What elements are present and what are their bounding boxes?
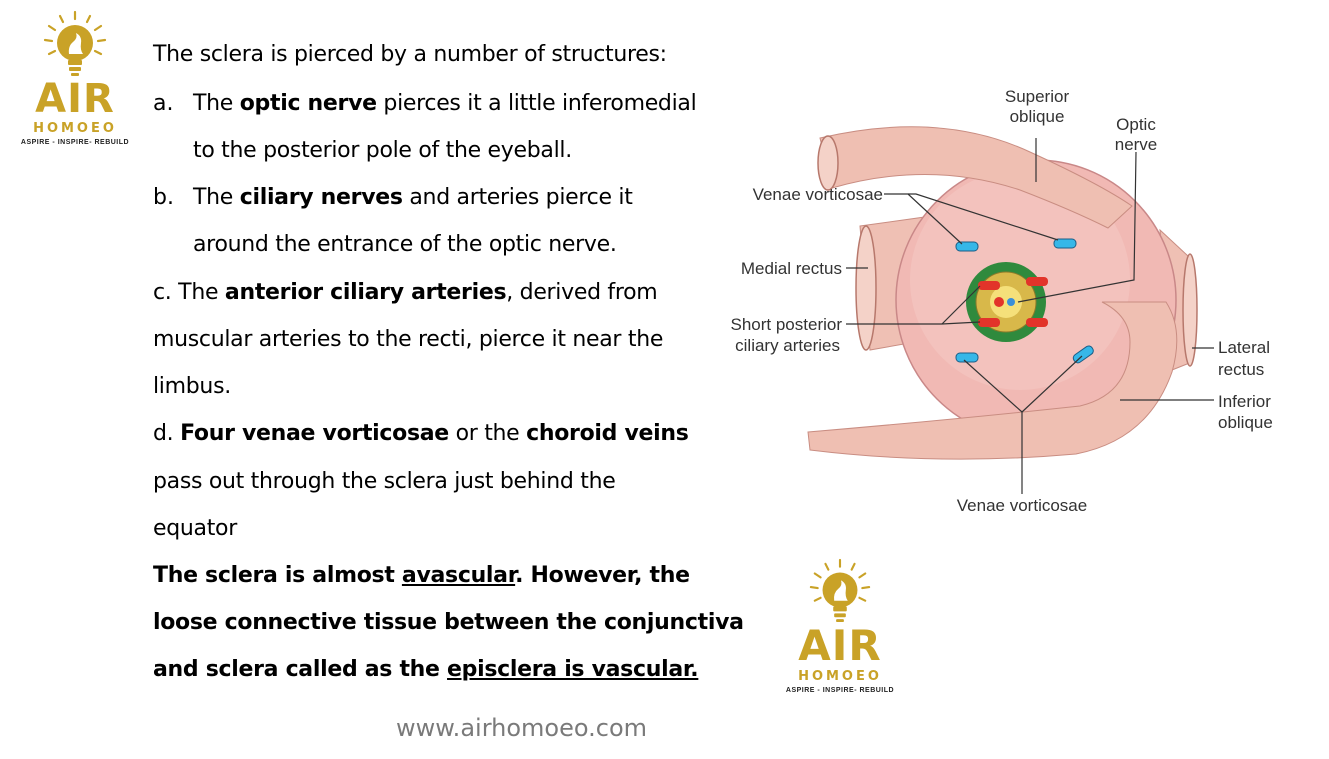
label-superior-oblique-1: Superior (1005, 87, 1070, 106)
label-optic-nerve-1: Optic (1116, 115, 1156, 134)
item-c-line2: muscular arteries to the recti, pierce i… (153, 327, 664, 352)
label-short-posterior-1: Short posterior (731, 315, 843, 334)
vena-vorticosa-3 (955, 352, 979, 363)
inferior-oblique-muscle (807, 301, 1178, 460)
item-b-marker: b. (153, 185, 174, 210)
label-superior-oblique-2: oblique (1010, 107, 1065, 126)
item-c-line3: limbus. (153, 374, 231, 399)
website-url: www.airhomoeo.com (396, 714, 648, 742)
summary-line2: loose connective tissue between the conj… (153, 610, 744, 635)
logo-tagline: ASPIRE - INSPIRE- REBUILD (20, 139, 130, 146)
lightbulb-icon (809, 558, 871, 623)
item-b-line1: The ciliary nerves and arteries pierce i… (193, 185, 633, 210)
item-d-line2: pass out through the sclera just behind … (153, 469, 616, 494)
vena-vorticosa-1 (955, 241, 979, 252)
item-a-marker: a. (153, 91, 174, 116)
label-venae-vorticosae-bottom: Venae vorticosae (957, 496, 1087, 515)
logo-homoeo-text: HOMOEO (798, 669, 882, 684)
eyeball-posterior-diagram: Superior oblique Optic nerve Venae vorti… (731, 87, 1273, 515)
summary-line1: The sclera is almost avascular. However,… (153, 563, 690, 588)
logo-tagline: ASPIRE - INSPIRE- REBUILD (785, 687, 895, 694)
label-lateral-rectus-2: rectus (1218, 360, 1264, 379)
air-homoeo-logo-top: AIR HOMOEO ASPIRE - INSPIRE- REBUILD (20, 10, 130, 146)
item-d-line3: equator (153, 516, 237, 541)
item-a-line2: to the posterior pole of the eyeball. (193, 138, 572, 163)
central-artery-icon (994, 297, 1004, 307)
logo-air-text: AIR (35, 76, 115, 122)
logo-homoeo-text: HOMOEO (33, 121, 117, 136)
vena-vorticosa-4 (1072, 345, 1094, 364)
label-inferior-oblique-2: oblique (1218, 413, 1273, 432)
label-optic-nerve-2: nerve (1115, 135, 1158, 154)
item-d-line1: d. Four venae vorticosae or the choroid … (153, 421, 689, 446)
label-medial-rectus: Medial rectus (741, 259, 842, 278)
item-a-line1: The optic nerve pierces it a little infe… (193, 91, 697, 116)
label-inferior-oblique-1: Inferior (1218, 392, 1271, 411)
item-b-line2: around the entrance of the optic nerve. (193, 232, 617, 257)
item-c-line1: c. The anterior ciliary arteries, derive… (153, 280, 658, 305)
summary-line3: and sclera called as the episclera is va… (153, 657, 699, 682)
label-short-posterior-2: ciliary arteries (735, 336, 840, 355)
intro-line: The sclera is pierced by a number of str… (153, 42, 667, 67)
lightbulb-icon (43, 10, 107, 76)
vena-vorticosa-2 (1053, 238, 1077, 249)
superior-oblique-muscle (819, 126, 1133, 229)
label-venae-vorticosae-top: Venae vorticosae (753, 185, 883, 204)
air-homoeo-logo-bottom: AIR HOMOEO ASPIRE - INSPIRE- REBUILD (784, 558, 896, 694)
logo-air-text: AIR (798, 621, 882, 670)
label-lateral-rectus-1: Lateral (1218, 338, 1270, 357)
central-vein-icon (1007, 298, 1015, 306)
